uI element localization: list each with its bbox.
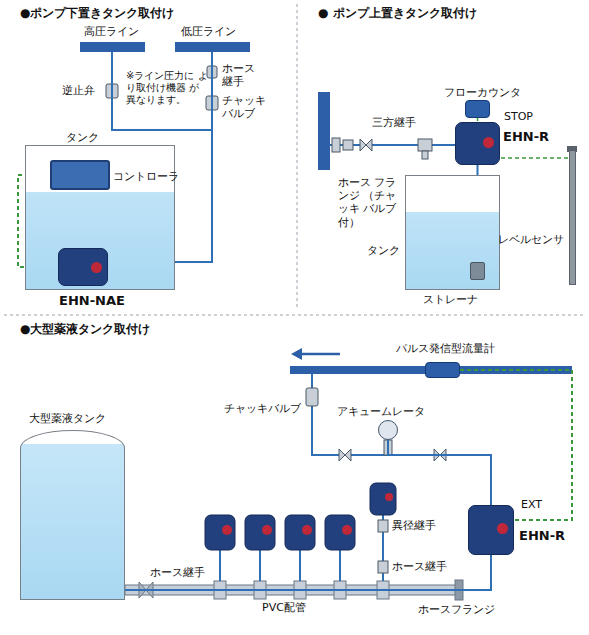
node-label: パルス発信型流量計 [396,342,495,355]
pump-head [222,525,232,535]
node-label: 低圧ライン [181,25,236,38]
small-pipe [299,550,301,581]
controller-box: コントローラ [50,160,110,190]
branch-valves [306,388,446,461]
flow-direction-arrow [291,348,340,360]
small-fittings [378,520,388,573]
node-label: ストレーナ [423,293,478,306]
section-title: ●ポンプ下置きタンク取付け [20,6,174,20]
pipe-connector [500,157,572,159]
panel-divider [297,4,298,308]
metering-pump [285,515,315,550]
metering-pump [205,515,235,550]
node-label: タンク [66,131,99,144]
section-title: ●大型薬液タンク取付け [20,322,150,336]
panel-divider [4,4,585,315]
level-sensor: レベルセンサ [569,150,576,285]
part-label: 三方継手 [372,116,416,129]
node-label: タンク [367,244,400,257]
vertical-line-pipe [318,92,330,170]
pipe-connector [388,440,491,505]
part-label: 異径継手 [392,519,436,532]
node-label: EHN-R [503,129,549,145]
hose-flange-fittings [332,138,340,152]
flow-meter: パルス発信型流量計 [425,362,460,378]
metering-pump [245,515,275,550]
pump-head [262,525,272,535]
pump-head [302,525,312,535]
node-label: EHN-R [519,528,565,544]
flow-counter: フローカウンタ [465,100,490,118]
vertical-line-pipe [318,92,330,170]
pump-head [342,525,352,535]
node-label: 高圧ライン [84,25,139,38]
metering-pump [205,483,396,550]
metering-pump [370,483,396,515]
pump-box: EHN-R [455,122,500,165]
hose-flange-fittings [422,151,428,159]
flow-direction-arrow [291,348,302,360]
part-label: ホース継手 [392,560,447,573]
part-label: ホース 継手 [222,62,260,88]
pipe-line: 高圧ライン [80,42,145,52]
part-label: ホースフランジ [418,603,495,616]
pipe-connector [460,370,572,520]
storage-tank: タンク [405,175,500,290]
node-label: 大型薬液タンク [29,412,106,425]
flow-direction-arrow [300,353,340,356]
node-label: アキュームレータ [337,405,425,418]
node-label: フローカウンタ [444,86,521,99]
hose-flange-fittings [360,139,372,151]
chemical-tank: 大型薬液タンク [20,430,125,600]
small-pipe [219,550,221,581]
pump-box: EHN-R [468,505,514,555]
branch-valves [339,449,351,461]
node-label: EHN-NAE [59,293,125,309]
note-text: ※ライン圧力に より取付け機器 が異なります。 [126,70,208,106]
pump-head [385,493,393,501]
part-label: PVC配管 [262,601,306,614]
signal-name: STOP [504,110,533,123]
part-label: チャッキ バルブ [222,94,272,120]
accumulator: アキュームレータ [378,420,398,440]
pump-head [222,493,393,535]
metering-pump [325,515,355,550]
part-label: ホース継手 [150,566,205,579]
small-pipe [220,515,383,581]
small-fittings [378,561,388,573]
hose-flange-fittings [332,138,432,159]
part-label: ホース フランジ （チャッキ バルブ付） [338,176,400,229]
branch-valves [306,388,318,406]
small-pipe [339,550,341,581]
small-pipe [259,550,261,581]
hose-flange-fittings [418,139,432,151]
small-fittings [378,520,388,532]
pump-box: EHN-NAE [58,248,108,286]
section-title: ● ポンプ上置きタンク取付け [318,6,477,20]
signal-name: EXT [521,498,542,511]
part-label: 逆止弁 [62,84,95,97]
node-label: コントローラ [113,170,179,183]
pipe-connector [125,555,491,590]
panel-divider [4,315,585,316]
node-label: レベルセンサ [498,233,564,246]
part-label: チャッキバルブ [224,402,301,415]
pipe-line: 低圧ライン [175,42,250,52]
hose-flange-fittings [343,140,353,150]
strainer-box: ストレーナ [470,262,485,280]
